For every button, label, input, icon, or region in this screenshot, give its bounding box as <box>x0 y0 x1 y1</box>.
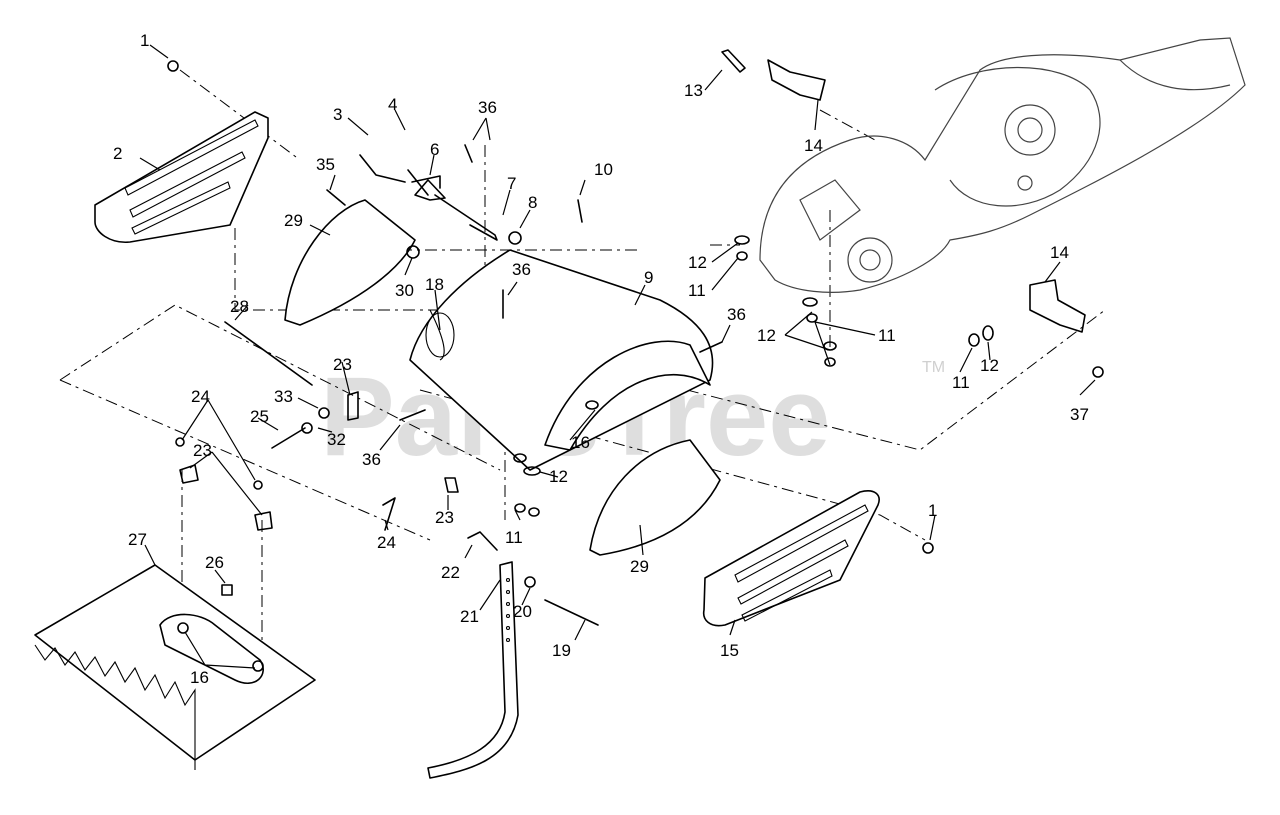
callout-16-low: 16 <box>190 668 209 687</box>
callout-9: 9 <box>644 268 653 287</box>
callout-11-right: 11 <box>952 373 970 392</box>
callout-2: 2 <box>113 144 122 163</box>
callout-7: 7 <box>507 174 516 193</box>
depth-bar <box>427 561 519 779</box>
callout-29-right: 29 <box>630 557 649 576</box>
callout-24-low: 24 <box>377 533 396 552</box>
callout-36-right: 36 <box>727 305 746 324</box>
callout-36-mid: 36 <box>512 260 531 279</box>
callout-36-low: 36 <box>362 450 381 469</box>
callout-12-low: 12 <box>549 467 568 486</box>
callout-25: 25 <box>250 407 269 426</box>
callout-22: 22 <box>441 563 460 582</box>
callout-12-top: 12 <box>688 253 707 272</box>
callout-14-right: 14 <box>1050 243 1069 262</box>
callout-32: 32 <box>327 430 346 449</box>
callout-1-top: 1 <box>140 31 149 50</box>
callout-36-top: 36 <box>478 98 497 117</box>
callout-27: 27 <box>128 530 147 549</box>
callout-21: 21 <box>460 607 479 626</box>
callout-12-right: 12 <box>980 356 999 375</box>
leader-lines <box>139 44 1096 669</box>
callout-18: 18 <box>425 275 444 294</box>
callout-19: 19 <box>552 641 571 660</box>
callout-29-left: 29 <box>284 211 303 230</box>
transmission-housing <box>759 37 1246 293</box>
callout-13: 13 <box>684 81 703 100</box>
callout-1-right: 1 <box>928 501 937 520</box>
callout-14-top: 14 <box>804 136 823 155</box>
callout-23-low: 23 <box>435 508 454 527</box>
callout-6: 6 <box>430 140 439 159</box>
callout-11-mid: 11 <box>878 326 896 345</box>
callout-11-top: 11 <box>688 281 706 300</box>
callout-23-left: 23 <box>193 441 212 460</box>
callout-33: 33 <box>274 387 293 406</box>
upper-bracket <box>721 49 826 101</box>
callout-10: 10 <box>594 160 613 179</box>
rods <box>224 154 599 626</box>
callout-numbers: 1 2 3 4 36 6 35 10 7 8 29 36 9 18 30 28 … <box>113 31 1089 687</box>
main-tine-shield <box>409 249 714 471</box>
callout-12-mid: 12 <box>757 326 776 345</box>
callout-24-top: 24 <box>191 387 210 406</box>
callout-30: 30 <box>395 281 414 300</box>
watermark-trademark: TM <box>922 359 945 376</box>
callout-16-mid: 16 <box>571 433 590 452</box>
callout-3: 3 <box>333 105 342 124</box>
left-side-shield <box>94 111 269 243</box>
callout-11-low: 11 <box>505 528 523 547</box>
callout-28: 28 <box>230 297 249 316</box>
callout-26: 26 <box>205 553 224 572</box>
callout-23-mid: 23 <box>333 355 352 374</box>
rear-flap <box>34 564 316 770</box>
right-side-shield <box>702 490 880 627</box>
callout-4: 4 <box>388 95 397 114</box>
right-bracket <box>1029 279 1086 333</box>
callout-35: 35 <box>316 155 335 174</box>
callout-15: 15 <box>720 641 739 660</box>
callout-8: 8 <box>528 193 537 212</box>
hardware <box>167 60 1104 672</box>
assembly-centerlines <box>59 69 1106 670</box>
callout-37: 37 <box>1070 405 1089 424</box>
callout-20: 20 <box>513 602 532 621</box>
